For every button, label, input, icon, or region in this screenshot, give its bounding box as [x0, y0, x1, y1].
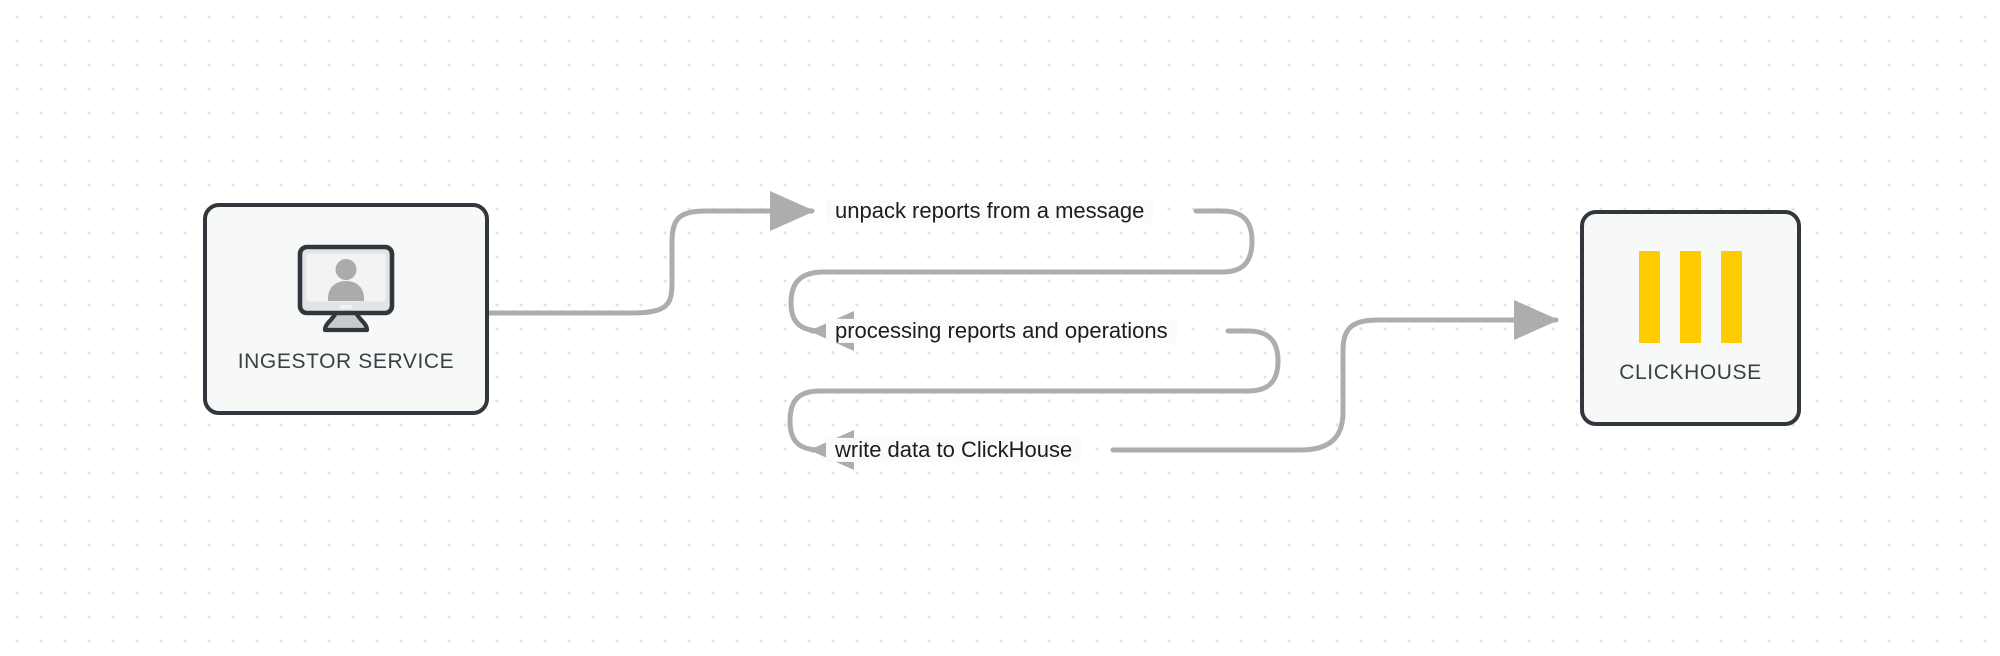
clickhouse-bar-3 — [1721, 251, 1742, 343]
edge-label-unpack-reports: unpack reports from a message — [826, 198, 1154, 224]
edge-step1-to-step2 — [788, 208, 1255, 351]
monitor-user-icon — [294, 244, 398, 336]
node-ingestor-service[interactable]: INGESTOR SERVICE — [203, 203, 489, 415]
edge-label-processing-reports: processing reports and operations — [826, 318, 1177, 344]
edge-label-write-data: write data to ClickHouse — [826, 437, 1082, 463]
clickhouse-bar-2 — [1680, 251, 1701, 343]
node-clickhouse[interactable]: CLICKHOUSE — [1580, 210, 1801, 426]
clickhouse-bars-icon — [1639, 251, 1742, 343]
node-clickhouse-label: CLICKHOUSE — [1619, 361, 1762, 384]
node-ingestor-label: INGESTOR SERVICE — [237, 350, 455, 373]
edge-step2-to-step3 — [787, 328, 1281, 470]
edge-step3-to-clickhouse — [1110, 300, 1560, 453]
edge-ingestor-to-step1 — [486, 191, 816, 316]
clickhouse-bar-1 — [1639, 251, 1660, 343]
